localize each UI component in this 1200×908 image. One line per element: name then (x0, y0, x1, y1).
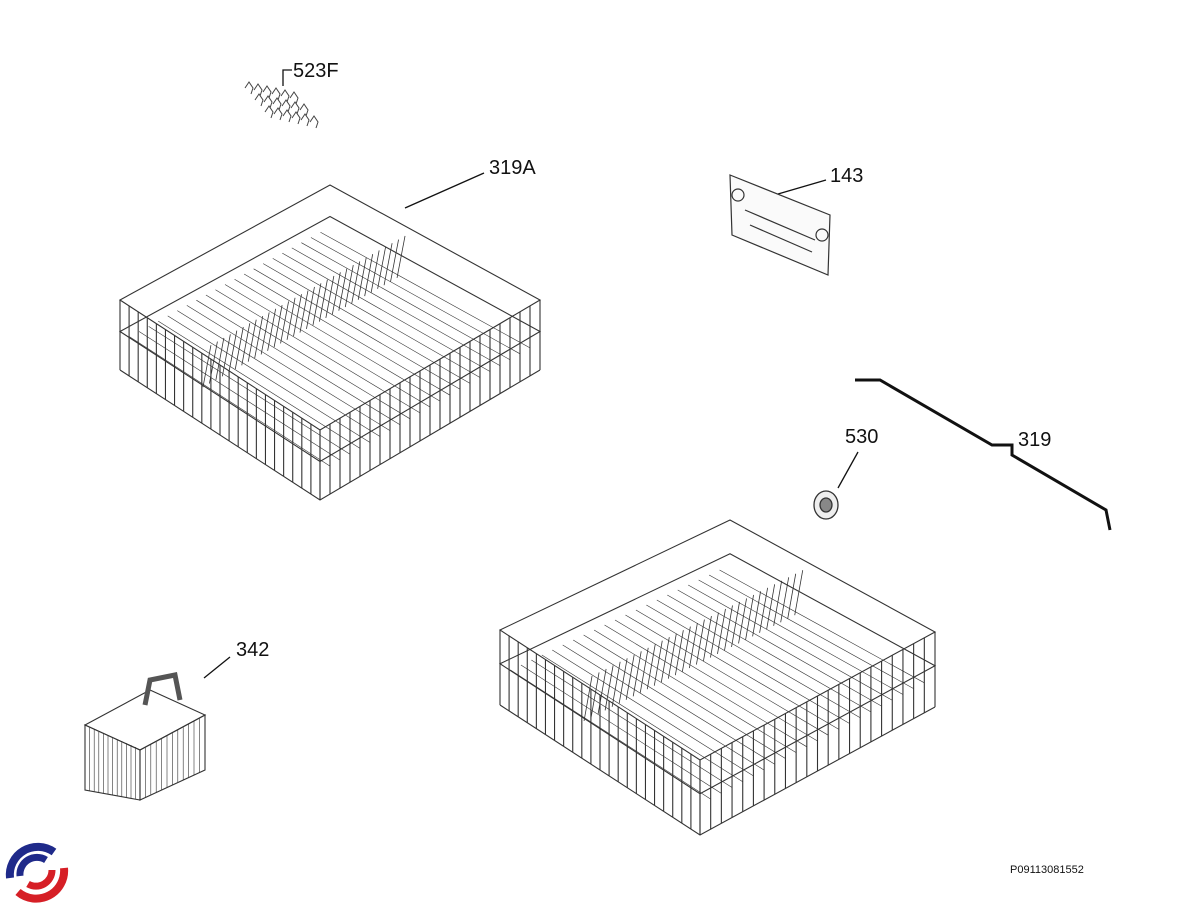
bracket-143-drawing (729, 174, 831, 276)
diagram-code: P09113081552 (1010, 864, 1084, 876)
leader-530 (837, 451, 859, 489)
leader-342 (203, 656, 231, 679)
wheel-530-drawing (813, 490, 839, 520)
lower-basket-drawing (498, 519, 937, 836)
label-143: 143 (830, 165, 864, 187)
upper-basket-319a-drawing (118, 184, 542, 501)
label-319a: 319A (489, 157, 536, 179)
leader-523f (282, 69, 292, 86)
cutlery-basket-342-drawing (83, 672, 207, 801)
clips-523f-drawing (244, 81, 319, 129)
label-342: 342 (236, 639, 270, 661)
leader-143 (777, 179, 827, 195)
rail-319-drawing (855, 378, 1112, 531)
label-530: 530 (845, 426, 879, 448)
leader-319a (404, 172, 485, 209)
label-319: 319 (1018, 429, 1052, 451)
brand-logo (5, 842, 69, 903)
label-523f: 523F (293, 60, 339, 82)
